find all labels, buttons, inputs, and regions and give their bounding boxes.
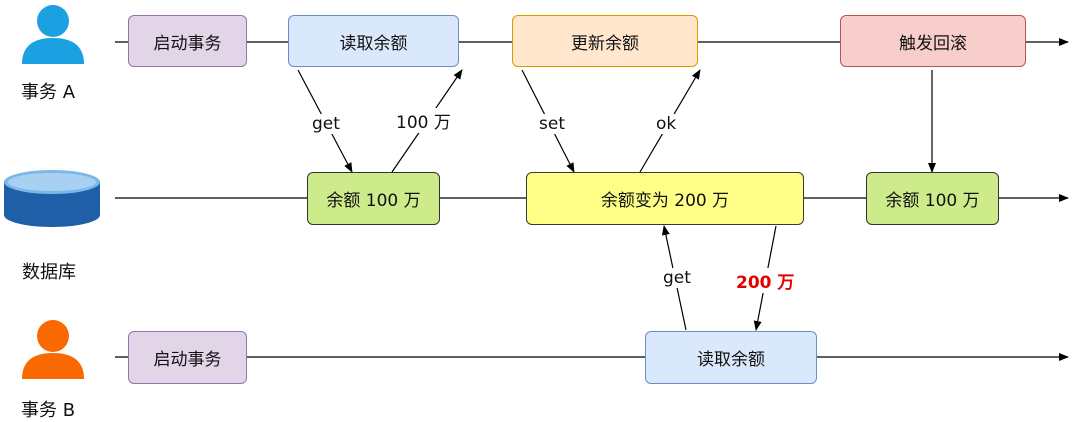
db-balance-100-after-box: 余额 100 万: [866, 172, 999, 225]
person-icon-tx-a: [22, 5, 84, 64]
edge-label-ok: ok: [654, 114, 679, 134]
a-rollback-box: 触发回滚: [840, 15, 1026, 67]
db-balance-100-box: 余额 100 万: [307, 172, 440, 225]
person-icon-tx-b: [22, 320, 84, 379]
actor-label-tx-b: 事务 B: [21, 400, 76, 421]
edge-label-get-1: get: [310, 114, 342, 134]
a-start-box: 启动事务: [128, 15, 247, 67]
b-start-box: 启动事务: [128, 331, 247, 384]
a-update-box: 更新余额: [512, 15, 698, 67]
edge-label-get-2: get: [661, 268, 693, 288]
actor-label-db: 数据库: [22, 262, 76, 283]
database-icon: [4, 170, 100, 227]
actor-label-tx-a: 事务 A: [21, 82, 76, 103]
edge-label-return-200: 200 万: [734, 268, 797, 293]
b-read-box: 读取余额: [645, 331, 817, 384]
edge-label-set: set: [537, 114, 567, 134]
db-balance-200-box: 余额变为 200 万: [526, 172, 804, 225]
edge-label-return-100: 100 万: [394, 108, 453, 133]
a-read-box: 读取余额: [288, 15, 459, 67]
